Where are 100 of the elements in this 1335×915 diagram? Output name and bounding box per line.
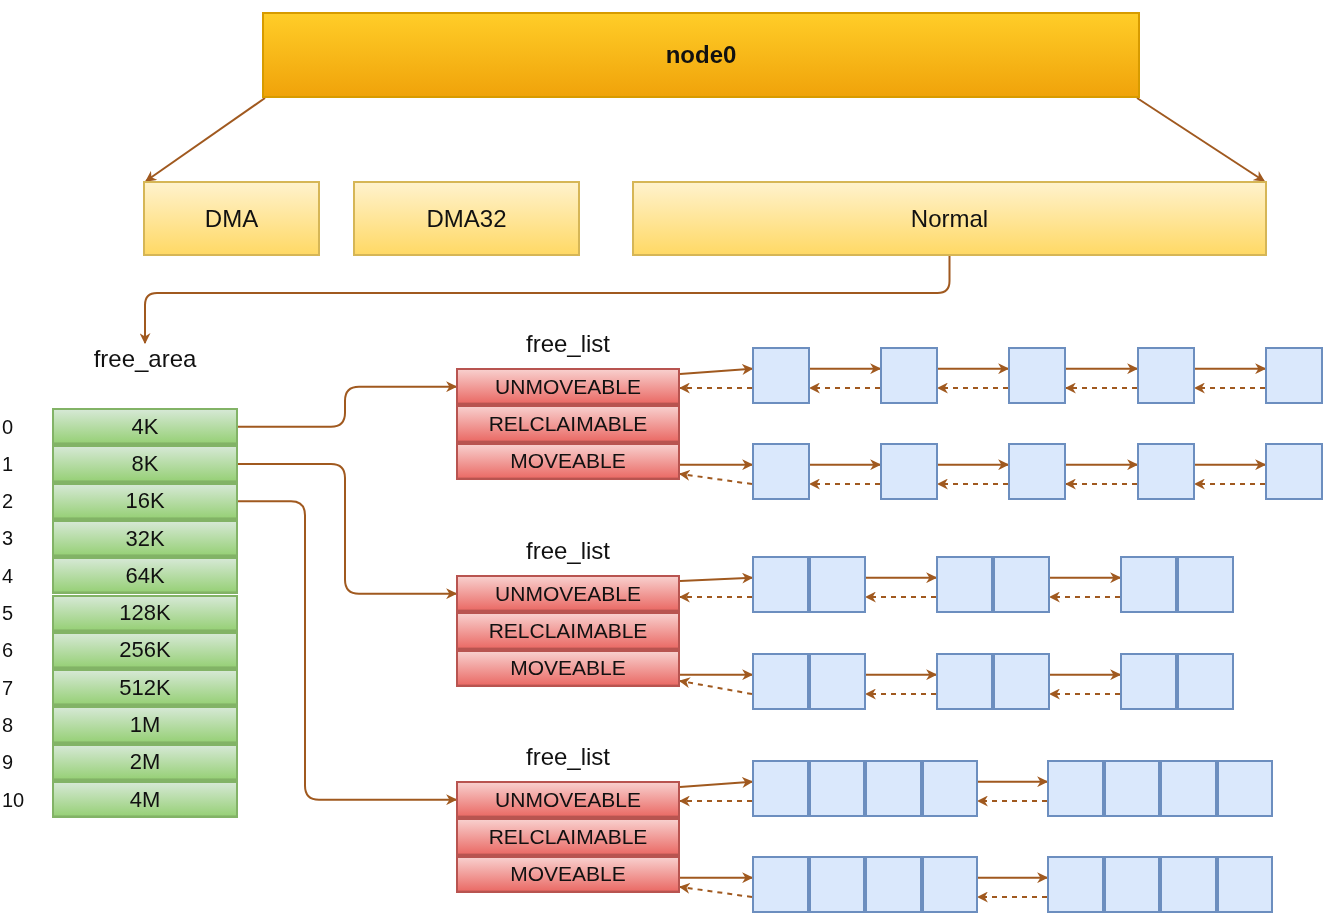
row-index: 1 — [2, 451, 14, 477]
page-block — [1103, 760, 1160, 817]
order-row: 256K — [52, 631, 238, 670]
order-row: 1M — [52, 706, 238, 744]
page-block — [1120, 653, 1177, 710]
page-block — [865, 856, 922, 913]
order-row: 512K — [52, 669, 238, 707]
arrow — [977, 872, 1049, 884]
page-block — [936, 653, 993, 710]
arrow — [237, 381, 458, 428]
arrow — [679, 872, 754, 884]
migrate-type-row: MOVEABLE — [456, 649, 680, 687]
row-index: 6 — [2, 638, 14, 664]
order-row: 2M — [52, 743, 238, 781]
arrow — [145, 97, 266, 182]
list-heading: free_list — [524, 537, 611, 565]
order-row: 8K — [52, 445, 238, 483]
page-block — [1008, 347, 1066, 404]
row-index: 3 — [2, 526, 14, 552]
page-block — [921, 856, 978, 913]
arrow — [1194, 459, 1267, 471]
zone-box: Normal — [632, 181, 1267, 256]
migrate-type-row: UNMOVEABLE — [456, 575, 680, 613]
row-index: 0 — [2, 414, 14, 440]
arrow — [937, 459, 1010, 471]
arrow — [865, 669, 938, 681]
list-heading: free_area — [92, 345, 198, 373]
arrow — [139, 255, 951, 345]
migrate-type-row: UNMOVEABLE — [456, 368, 680, 406]
row-index: 10 — [2, 787, 25, 813]
page-block — [1160, 760, 1217, 817]
page-block — [808, 856, 865, 913]
arrow — [809, 459, 882, 471]
page-block — [1137, 443, 1195, 500]
migrate-type-row: RELCLAIMABLE — [456, 612, 680, 650]
arrow — [1194, 363, 1267, 375]
arrow — [809, 363, 882, 375]
zone-box: DMA32 — [353, 181, 580, 256]
arrow — [679, 459, 754, 471]
arrow — [1136, 97, 1265, 182]
row-index: 8 — [2, 712, 14, 738]
zone-box: DMA — [143, 181, 320, 256]
order-row: 128K — [52, 594, 238, 632]
page-block — [1265, 347, 1323, 404]
page-block — [1216, 856, 1273, 913]
page-block — [1047, 856, 1104, 913]
page-block — [1137, 347, 1195, 404]
arrow — [237, 462, 458, 600]
page-block — [752, 556, 809, 613]
page-block — [752, 347, 810, 404]
page-block — [809, 556, 866, 613]
arrow — [865, 572, 938, 584]
migrate-type-row: RELCLAIMABLE — [456, 818, 680, 856]
page-block — [752, 653, 809, 710]
arrow — [1065, 459, 1139, 471]
arrow — [679, 363, 754, 375]
page-block — [865, 760, 922, 817]
page-block — [1216, 760, 1273, 817]
page-block — [936, 556, 993, 613]
page-block — [1265, 443, 1323, 500]
migrate-type-row: UNMOVEABLE — [456, 781, 680, 819]
page-block — [1008, 443, 1066, 500]
page-block — [1103, 856, 1160, 913]
arrow — [977, 776, 1049, 788]
arrow — [679, 776, 754, 788]
page-block — [1120, 556, 1177, 613]
arrow — [679, 572, 754, 584]
page-block — [808, 760, 865, 817]
order-row: 64K — [52, 557, 238, 595]
page-block — [1177, 653, 1234, 710]
arrow — [679, 669, 754, 681]
page-block — [752, 760, 809, 817]
page-block — [1047, 760, 1104, 817]
row-index: 5 — [2, 601, 14, 626]
list-heading: free_list — [524, 743, 611, 771]
arrow — [937, 363, 1010, 375]
row-index: 9 — [2, 750, 14, 776]
page-block — [809, 653, 866, 710]
page-block — [921, 760, 978, 817]
page-block — [752, 856, 809, 913]
page-block — [993, 556, 1050, 613]
root-node-bar: node0 — [262, 12, 1140, 98]
migrate-type-row: RELCLAIMABLE — [456, 405, 680, 443]
arrow — [1065, 363, 1139, 375]
page-block — [993, 653, 1050, 710]
row-index: 7 — [2, 675, 14, 701]
list-heading: free_list — [524, 330, 611, 358]
order-row: 4K — [52, 408, 238, 446]
page-block — [880, 347, 938, 404]
row-index: 2 — [2, 489, 14, 515]
page-block — [1160, 856, 1217, 913]
order-row: 32K — [52, 519, 238, 558]
row-index: 4 — [2, 563, 14, 589]
migrate-type-row: MOVEABLE — [456, 442, 680, 480]
migrate-type-row: MOVEABLE — [456, 855, 680, 893]
arrow — [237, 500, 458, 806]
page-block — [880, 443, 938, 500]
order-row: 16K — [52, 482, 238, 520]
arrow — [1049, 572, 1122, 584]
arrow — [1049, 669, 1122, 681]
